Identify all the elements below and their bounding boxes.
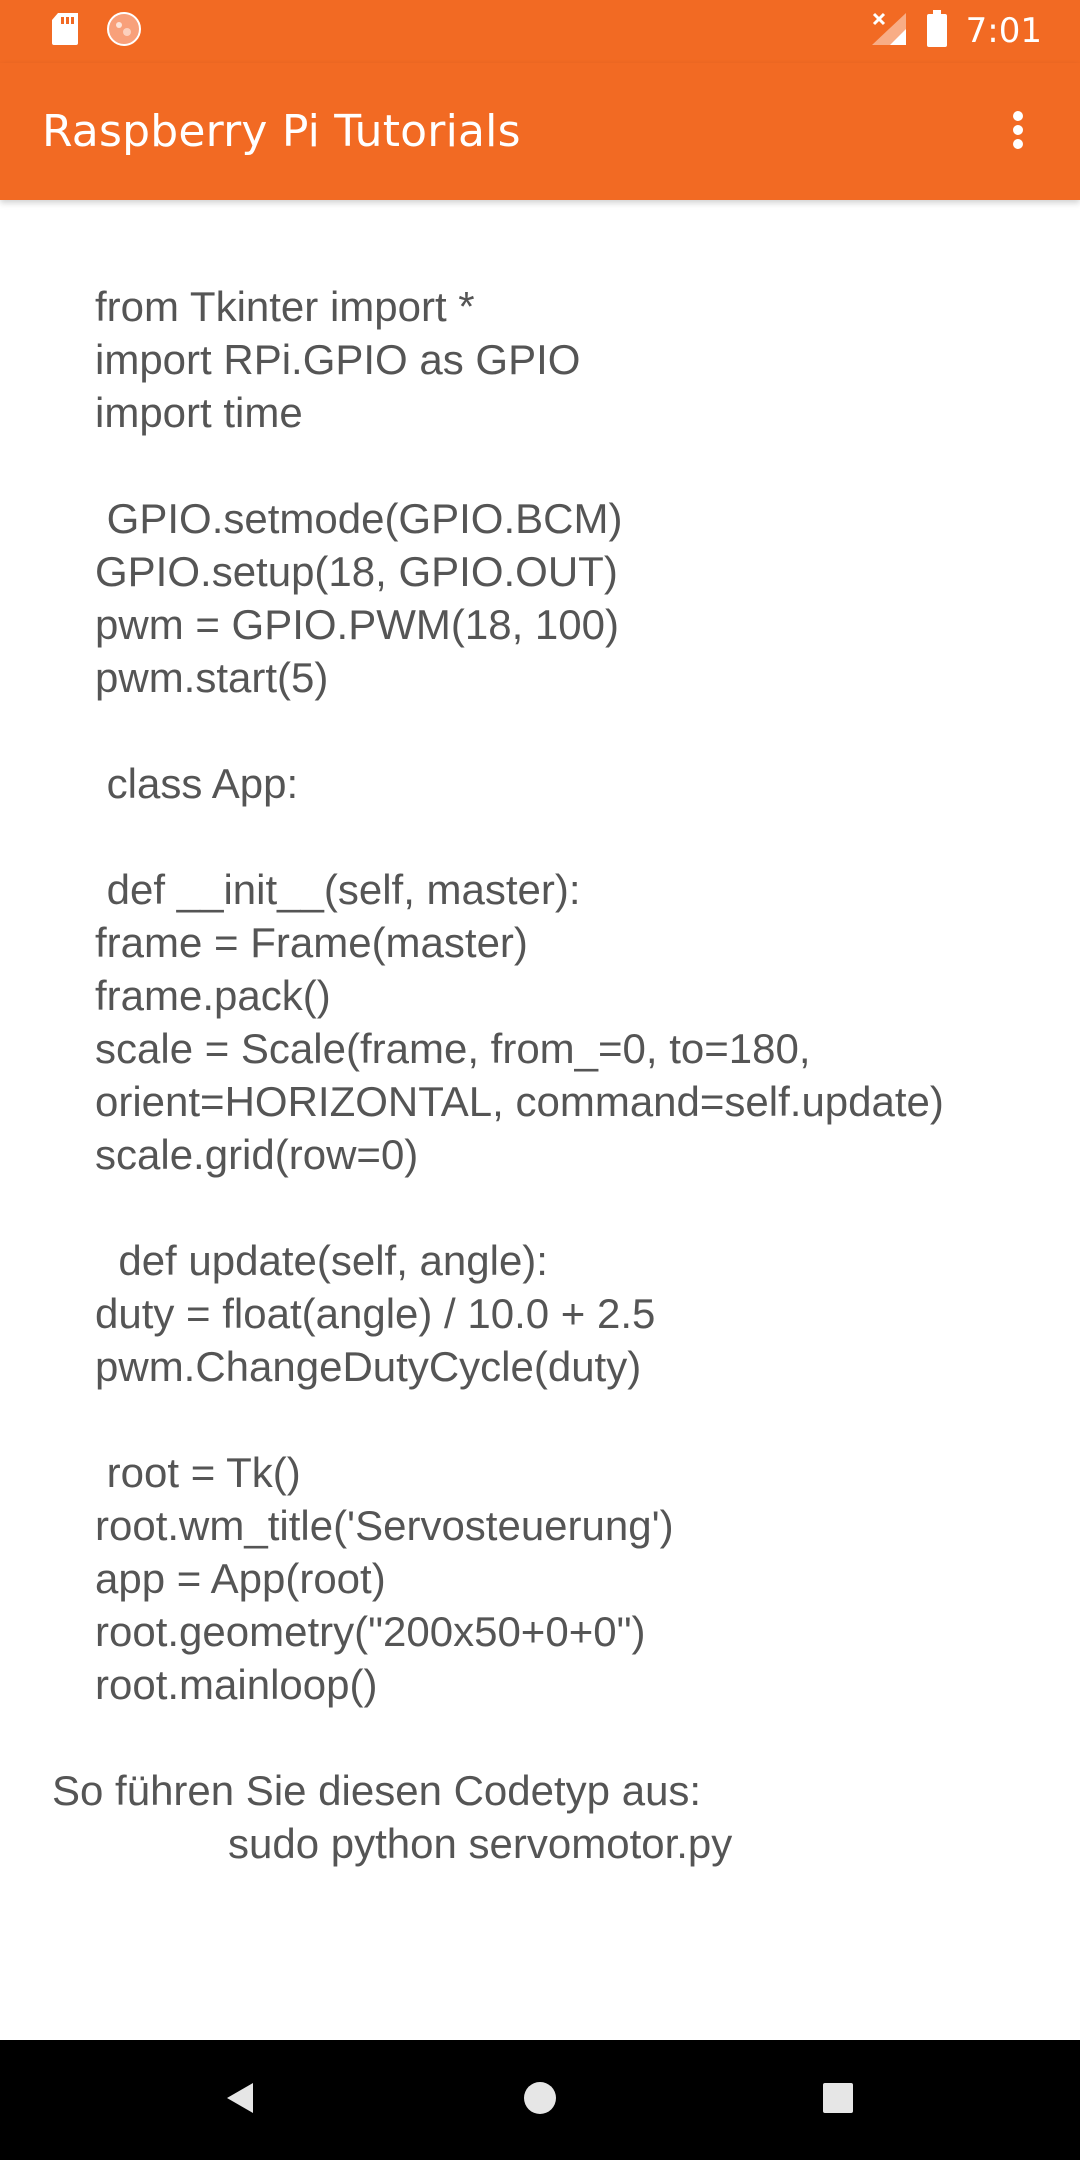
code-line: root = Tk() [95, 1449, 301, 1496]
status-right-icons: 7:01 [870, 10, 1042, 52]
app-bar: Raspberry Pi Tutorials [0, 63, 1080, 200]
code-line: root.wm_title('Servosteuerung') [95, 1502, 674, 1549]
circle-notification-icon [106, 11, 142, 51]
code-line: import time [95, 389, 303, 436]
code-line: duty = float(angle) / 10.0 + 2.5 [95, 1290, 656, 1337]
code-line: pwm.start(5) [95, 654, 329, 701]
code-line: import RPi.GPIO as GPIO [95, 336, 581, 383]
recents-icon [822, 2082, 854, 2118]
battery-icon [926, 10, 948, 52]
no-signal-icon [870, 11, 908, 51]
code-line: from Tkinter import * [95, 283, 475, 330]
code-line: def __init__(self, master): [95, 866, 581, 913]
code-line: GPIO.setup(18, GPIO.OUT) [95, 548, 618, 595]
run-command: sudo python servomotor.py [228, 1820, 733, 1867]
code-block: from Tkinter import * import RPi.GPIO as… [95, 280, 1055, 1711]
code-line: orient=HORIZONTAL, command=self.update) [95, 1078, 944, 1125]
tutorial-content[interactable]: from Tkinter import * import RPi.GPIO as… [0, 200, 1080, 2040]
code-line: root.mainloop() [95, 1661, 378, 1708]
home-icon [522, 2080, 558, 2120]
status-time: 7:01 [965, 11, 1042, 51]
overflow-menu-icon [1011, 109, 1025, 155]
code-line: scale = Scale(frame, from_=0, to=180, [95, 1025, 811, 1072]
code-line: GPIO.setmode(GPIO.BCM) [95, 495, 623, 542]
back-button[interactable] [210, 2070, 270, 2130]
app-title: Raspberry Pi Tutorials [42, 106, 521, 157]
code-line: scale.grid(row=0) [95, 1131, 419, 1178]
sd-card-icon [50, 12, 80, 50]
code-line: frame.pack() [95, 972, 331, 1019]
overflow-menu-button[interactable] [986, 100, 1050, 164]
back-icon [223, 2080, 257, 2120]
recents-button[interactable] [808, 2070, 868, 2130]
home-button[interactable] [510, 2070, 570, 2130]
code-line: pwm.ChangeDutyCycle(duty) [95, 1343, 642, 1390]
navigation-bar [0, 2040, 1080, 2160]
code-line: def update(self, angle): [95, 1237, 548, 1284]
status-bar: 7:01 [0, 0, 1080, 63]
code-line: root.geometry("200x50+0+0") [95, 1608, 646, 1655]
run-instruction: So führen Sie diesen Codetyp aus: [52, 1767, 702, 1814]
code-line: pwm = GPIO.PWM(18, 100) [95, 601, 619, 648]
code-line: frame = Frame(master) [95, 919, 528, 966]
code-line: class App: [95, 760, 299, 807]
code-line: app = App(root) [95, 1555, 386, 1602]
status-left-icons [50, 12, 142, 50]
